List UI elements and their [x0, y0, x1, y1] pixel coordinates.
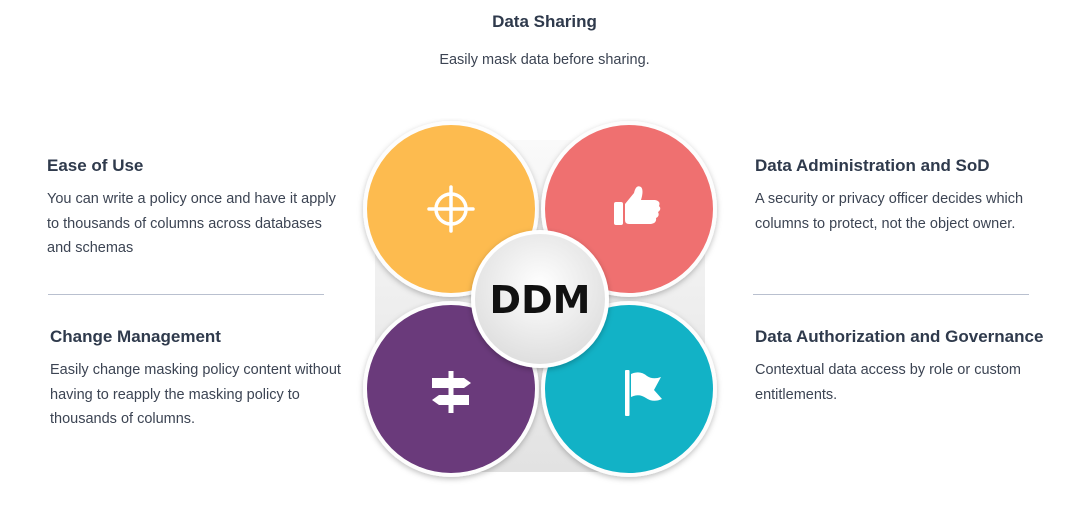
signpost-icon — [432, 371, 471, 413]
thumbs-up-icon — [614, 186, 661, 225]
ease-of-use-title: Ease of Use — [47, 156, 144, 175]
flag-icon — [625, 370, 662, 416]
ease-of-use-block: Ease of Use You can write a policy once … — [47, 156, 347, 261]
data-administration-title: Data Administration and SoD — [755, 156, 990, 175]
ddm-diagram: DDM — [363, 121, 717, 477]
data-administration-text: A security or privacy officer decides wh… — [755, 191, 1024, 232]
change-management-title: Change Management — [50, 327, 221, 346]
change-management-text: Easily change masking policy content wit… — [50, 362, 341, 427]
change-management-block: Change Management Easily change masking … — [50, 327, 350, 432]
center-label: DDM — [490, 278, 591, 322]
data-administration-block: Data Administration and SoD A security o… — [755, 156, 1055, 236]
ease-of-use-text: You can write a policy once and have it … — [47, 191, 336, 256]
right-divider — [753, 294, 1029, 295]
diagram-subtitle: Easily mask data before sharing. — [439, 52, 650, 68]
data-authorization-title: Data Authorization and Governance — [755, 327, 1044, 346]
diagram-title: Data Sharing — [492, 12, 597, 31]
data-authorization-text: Contextual data access by role or custom… — [755, 362, 1021, 403]
crosshair-icon — [427, 185, 475, 233]
left-divider — [48, 294, 324, 295]
data-authorization-block: Data Authorization and Governance Contex… — [755, 327, 1075, 407]
center-circle: DDM — [471, 230, 609, 368]
